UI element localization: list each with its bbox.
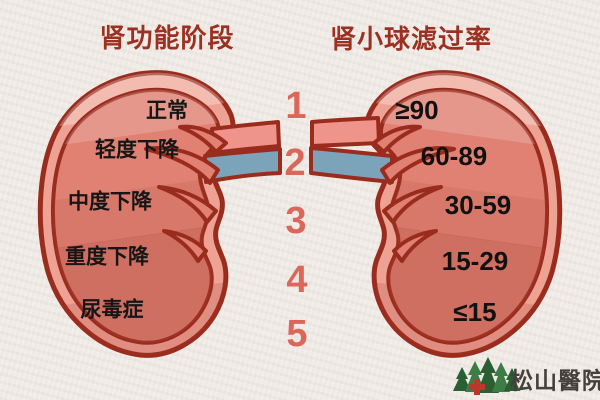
gfr-range-1: ≥90	[395, 95, 439, 125]
stage-label-severe: 重度下降	[65, 244, 149, 269]
gfr-range-4: 15-29	[441, 246, 509, 276]
gfr-range-2: 60-89	[420, 141, 488, 171]
stage-label-normal: 正常	[146, 98, 188, 123]
artery-left-segment	[210, 120, 281, 155]
vein-right-segment	[309, 146, 394, 184]
renal-artery-icon	[210, 116, 381, 155]
gfr-range-3: 30-59	[444, 190, 512, 220]
stage-label-uremia: 尿毒症	[80, 297, 144, 322]
stage-label-moderate: 中度下降	[68, 189, 152, 214]
stage-label-mild: 轻度下降	[95, 137, 179, 162]
stage-number-3: 3	[285, 200, 307, 242]
medical-cross-icon	[469, 379, 485, 395]
vein-left-segment	[203, 147, 282, 184]
hospital-name: 松山醫院	[510, 367, 600, 395]
stage-number-4: 4	[286, 259, 308, 301]
stage-number-2: 2	[284, 142, 306, 184]
left-column-title: 肾功能阶段	[99, 24, 235, 54]
left-kidney-illustration	[6, 40, 265, 392]
stage-number-5: 5	[286, 313, 308, 355]
stage-number-1: 1	[285, 85, 307, 127]
artery-right-segment	[310, 116, 381, 148]
gfr-range-5: ≤15	[453, 297, 497, 327]
right-column-title: 肾小球滤过率	[329, 25, 493, 55]
